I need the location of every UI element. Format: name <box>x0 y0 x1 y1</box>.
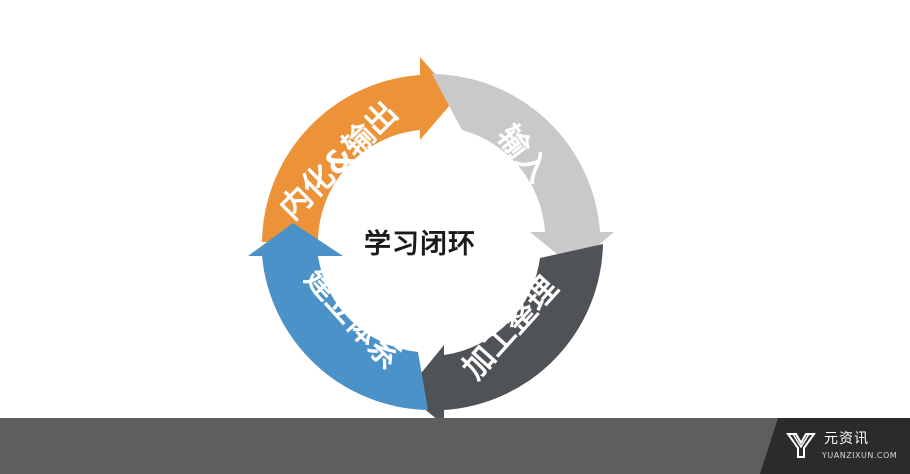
segment-processing <box>405 244 603 425</box>
diagram-center-title: 学习闭环 <box>364 229 476 260</box>
watermark: 元资讯 YUANZIXUN.COM <box>760 418 910 474</box>
watermark-name: 元资讯 <box>824 431 869 447</box>
yuanzixun-logo-icon <box>786 433 816 458</box>
segment-input <box>432 74 614 267</box>
bottom-bar <box>0 418 910 474</box>
segment-internalize-output <box>262 57 456 242</box>
watermark-domain: YUANZIXUN.COM <box>822 451 898 460</box>
segment-build-system <box>248 223 428 410</box>
